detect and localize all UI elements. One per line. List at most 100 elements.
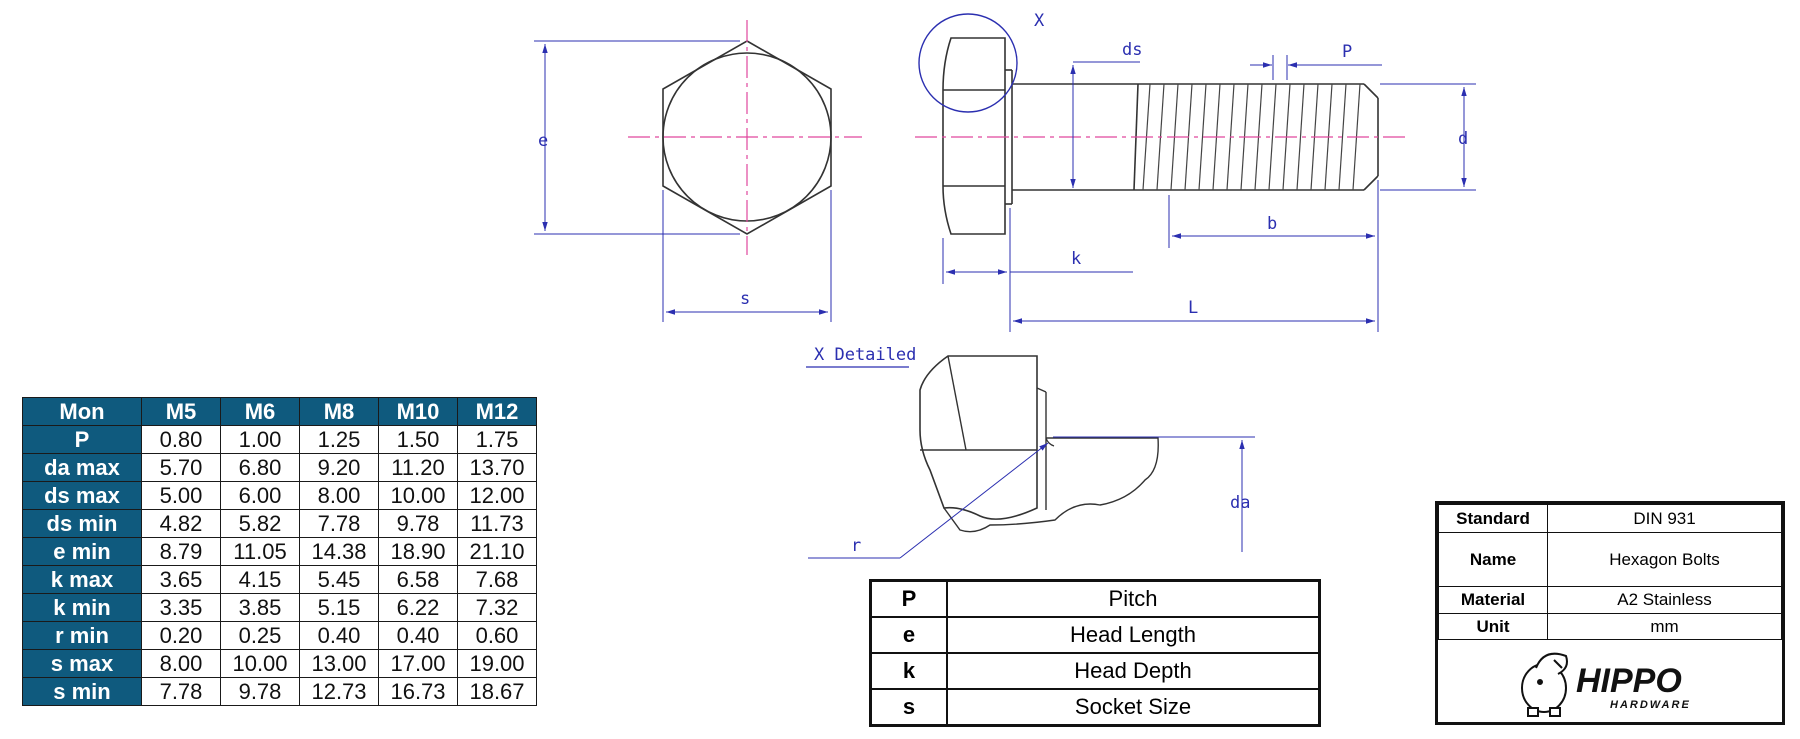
spec-row-label: ds min <box>22 509 142 538</box>
legend-description: Pitch <box>946 579 1321 618</box>
spec-cell: 13.70 <box>457 453 537 482</box>
spec-cell: 14.38 <box>299 537 379 566</box>
spec-cell: 12.00 <box>457 481 537 510</box>
spec-row-label: e min <box>22 537 142 566</box>
label-da: da <box>1230 493 1250 513</box>
legend-symbol: P <box>869 579 948 618</box>
spec-cell: 17.00 <box>378 649 458 678</box>
spec-cell: 13.00 <box>299 649 379 678</box>
spec-cell: 4.15 <box>220 565 300 594</box>
label-r: r <box>851 536 861 556</box>
legend-symbol: e <box>869 616 948 654</box>
hex-front-view <box>534 20 862 322</box>
bolt-side-view <box>915 13 1476 332</box>
spec-row-label: ds max <box>22 481 142 510</box>
spec-cell: 18.90 <box>378 537 458 566</box>
legend-description: Head Length <box>946 616 1321 654</box>
spec-row-label: r min <box>22 621 142 650</box>
spec-cell: 0.25 <box>220 621 300 650</box>
spec-cell: 10.00 <box>220 649 300 678</box>
spec-cell: 7.78 <box>299 509 379 538</box>
spec-cell: 12.73 <box>299 677 379 706</box>
spec-cell: 8.00 <box>141 649 221 678</box>
spec-cell: 0.40 <box>299 621 379 650</box>
name-value: Hexagon Bolts <box>1547 532 1782 587</box>
label-detail: X Detailed <box>814 345 916 365</box>
spec-cell: 5.82 <box>220 509 300 538</box>
spec-cell: 11.05 <box>220 537 300 566</box>
material-label: Material <box>1438 586 1548 614</box>
spec-cell: 6.80 <box>220 453 300 482</box>
unit-label: Unit <box>1438 613 1548 640</box>
info-row-unit: Unit mm <box>1438 613 1782 640</box>
name-label: Name <box>1438 532 1548 587</box>
standard-value: DIN 931 <box>1547 504 1782 533</box>
spec-cell: 5.70 <box>141 453 221 482</box>
spec-cell: 11.73 <box>457 509 537 538</box>
spec-cell: 3.85 <box>220 593 300 622</box>
spec-cell: 5.45 <box>299 565 379 594</box>
label-l: L <box>1188 298 1198 318</box>
spec-cell: 8.79 <box>141 537 221 566</box>
spec-cell: 9.78 <box>220 677 300 706</box>
label-d: d <box>1458 129 1468 149</box>
spec-row-label: k max <box>22 565 142 594</box>
spec-row-label: s max <box>22 649 142 678</box>
brand-name: HIPPO <box>1576 662 1682 700</box>
spec-cell: 6.58 <box>378 565 458 594</box>
spec-row-label: s min <box>22 677 142 706</box>
label-k: k <box>1071 249 1081 269</box>
spec-cell: 3.65 <box>141 565 221 594</box>
spec-corner-cell: Mon <box>22 397 142 426</box>
spec-column-header: M6 <box>220 397 300 426</box>
spec-cell: 19.00 <box>457 649 537 678</box>
label-e: e <box>538 131 548 151</box>
spec-cell: 9.78 <box>378 509 458 538</box>
brand-subtitle: HARDWARE <box>1610 699 1691 711</box>
spec-cell: 6.22 <box>378 593 458 622</box>
spec-cell: 5.15 <box>299 593 379 622</box>
material-value: A2 Stainless <box>1547 586 1782 614</box>
spec-column-header: M10 <box>378 397 458 426</box>
unit-value: mm <box>1547 613 1782 640</box>
title-block: Standard DIN 931 Name Hexagon Bolts Mate… <box>1435 501 1785 725</box>
standard-label: Standard <box>1438 504 1548 533</box>
spec-cell: 7.32 <box>457 593 537 622</box>
spec-row-label: P <box>22 425 142 454</box>
label-x: X <box>1034 11 1045 31</box>
spec-cell: 1.00 <box>220 425 300 454</box>
spec-cell: 16.73 <box>378 677 458 706</box>
spec-row-label: k min <box>22 593 142 622</box>
spec-cell: 18.67 <box>457 677 537 706</box>
spec-cell: 7.68 <box>457 565 537 594</box>
legend-symbol: k <box>869 652 948 690</box>
spec-cell: 0.40 <box>378 621 458 650</box>
spec-cell: 9.20 <box>299 453 379 482</box>
detail-view <box>806 355 1255 559</box>
spec-cell: 5.00 <box>141 481 221 510</box>
spec-cell: 11.20 <box>378 453 458 482</box>
label-p: P <box>1342 42 1352 62</box>
spec-cell: 0.60 <box>457 621 537 650</box>
info-row-name: Name Hexagon Bolts <box>1438 532 1782 587</box>
hippo-mascot-icon <box>1521 652 1568 717</box>
spec-cell: 1.75 <box>457 425 537 454</box>
spec-cell: 4.82 <box>141 509 221 538</box>
spec-cell: 7.78 <box>141 677 221 706</box>
spec-cell: 3.35 <box>141 593 221 622</box>
brand-logo: HIPPO HARDWARE <box>1438 640 1782 722</box>
spec-column-header: M8 <box>299 397 379 426</box>
spec-cell: 0.20 <box>141 621 221 650</box>
